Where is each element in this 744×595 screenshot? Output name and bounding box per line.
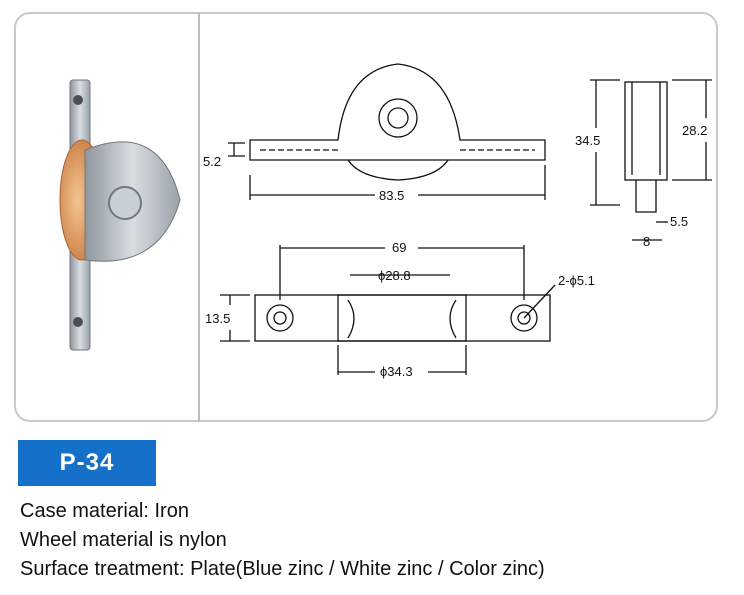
dim-front-height: 5.2 — [203, 154, 221, 169]
dim-top-case-diam: ϕ34.3 — [380, 364, 413, 379]
dim-top-hole-spacing: 69 — [392, 240, 406, 255]
spec-case-material: Case material: Iron — [20, 500, 189, 522]
dim-front-width: 83.5 — [379, 188, 404, 203]
dim-top-holes: 2-ϕ5.1 — [558, 273, 595, 288]
dim-side-wheel: 28.2 — [682, 123, 707, 138]
frame-divider — [198, 12, 200, 422]
technical-drawing: 5.2 83.5 34.5 28.2 5.5 8 69 ϕ28.8 2-ϕ5.1… — [203, 63, 712, 379]
dim-side-total: 34.5 — [575, 133, 600, 148]
dim-top-height: 13.5 — [205, 311, 230, 326]
dim-top-wheel-diam: ϕ28.8 — [378, 268, 411, 283]
dim-side-width: 8 — [643, 234, 650, 249]
product-code-badge: P-34 — [18, 440, 156, 486]
spec-wheel-material: Wheel material is nylon — [20, 529, 227, 551]
product-photo — [59, 79, 181, 351]
spec-surface-treatment: Surface treatment: Plate(Blue zinc / Whi… — [20, 558, 545, 580]
dim-side-groove: 5.5 — [670, 214, 688, 229]
